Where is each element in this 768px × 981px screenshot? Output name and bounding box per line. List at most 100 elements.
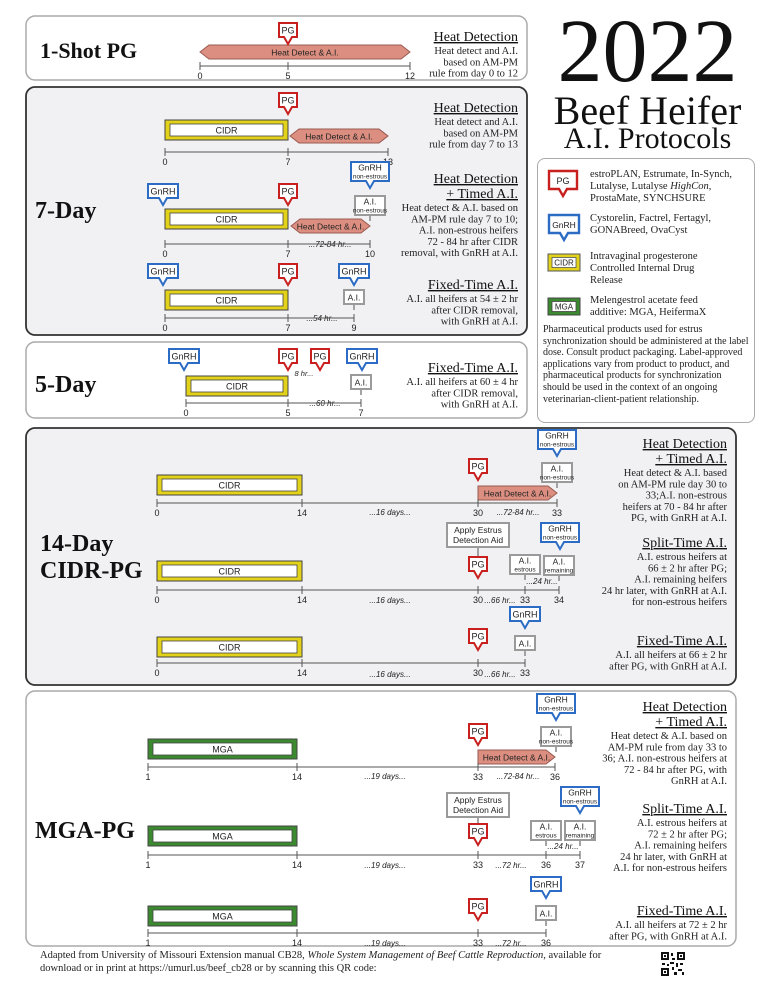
estrus-aid-box [446, 792, 510, 818]
cidr-bar-label: CIDR [216, 296, 238, 306]
protocol-fixed-time-ai-title: Fixed-Time A.I. [637, 904, 727, 919]
gnrh-non-estrous-flag-label: GnRH [358, 163, 382, 173]
protocol-split-time-ai-title: Split-Time A.I. [642, 802, 727, 817]
pg-flag-label: PG [281, 187, 294, 197]
timeline-axis-tick-label: 30 [473, 595, 483, 605]
gnrh-flag-label: GnRH [150, 187, 175, 197]
pg-flag-second: PG [310, 348, 330, 373]
pg-flag-second-shape [310, 348, 330, 373]
cidr-bar-label: CIDR [219, 567, 241, 577]
protocol-heat-timed-ai-desc: on AM-PM rule day 30 to [618, 479, 727, 490]
heat-detect-band: Heat Detect & A.I. [290, 218, 371, 234]
legend-note: Pharmaceutical products used for estrus … [543, 324, 749, 405]
timeline-axis-tick-label: 7 [358, 408, 363, 418]
cidr-bar-inner [169, 123, 284, 137]
protocol-heat-timed-ai-desc: PG, with GnRH at A.I. [631, 513, 727, 524]
cidr-bar-inner [190, 379, 284, 393]
ai-non-estrous-box-label: A.I. [551, 464, 564, 474]
pg-flag-shape [468, 723, 488, 748]
protocol-fixed-time-ai-desc: A.I. all heifers at 54 ± 2 hr [406, 294, 518, 305]
protocol-heat-detection-desc: rule from day 7 to 13 [429, 140, 518, 151]
pg-flag-label: PG [471, 560, 484, 570]
pg-flag-label: PG [471, 727, 484, 737]
protocol-heat-timed-ai-desc: Heat detect & A.I. based on [402, 203, 519, 214]
protocol-fixed-time-ai-desc: after CIDR removal, [431, 305, 518, 316]
ai-box-label: A.I. [540, 909, 553, 919]
cidr-bar-inner [169, 293, 284, 307]
mga-bar-label: MGA [212, 832, 233, 842]
timeline-axis-tick-label: 34 [554, 595, 564, 605]
protocol-heat-detection-title: Heat Detection [434, 30, 518, 45]
estrus-aid-label: Apply Estrus [454, 525, 502, 535]
protocol-heat-timed-ai-title: + Timed A.I. [655, 452, 727, 467]
protocol-fixed-time-ai-desc: after PG, with GnRH at A.I. [609, 931, 727, 942]
gnrh-flag-label: GnRH [512, 610, 537, 620]
protocol-split-time-ai-desc: 24 hr later, with GnRH at [620, 852, 727, 863]
ai-estrous-box-label: A.I. [519, 556, 532, 566]
protocol-heat-detection-title: Heat Detection [434, 101, 518, 116]
pg-flag-shape [278, 263, 298, 288]
gap-label: ...19 days... [364, 939, 405, 948]
gnrh-flag-shape [338, 263, 370, 288]
section-title: 5-Day [35, 372, 96, 398]
ai-non-estrous-box-sublabel: non-estrous [539, 739, 574, 746]
protocol-split-time-ai-title: Split-Time A.I. [642, 536, 727, 551]
timeline-axis-tick-label: 7 [285, 323, 290, 333]
gnrh-flag-label: GnRH [341, 267, 366, 277]
legend: PG estroPLAN, Estrumate, In-Synch,Lutaly… [537, 158, 755, 423]
interval-label: ...66 hr... [484, 596, 515, 605]
pg-flag: PG [468, 458, 488, 483]
timeline-axis-tick-label: 1 [145, 938, 150, 948]
gap-label: ...16 days... [369, 670, 410, 679]
protocol-fixed-time-ai-desc: A.I. all heifers at 72 ± 2 hr [615, 920, 727, 931]
pg-flag-shape [468, 628, 488, 653]
cidr-bar-label: CIDR [226, 382, 248, 392]
footer-citation: Adapted from University of Missouri Exte… [40, 950, 602, 974]
timeline-axis-tick-label: 36 [541, 938, 551, 948]
protocol-heat-timed-ai-desc: A.I. non-estrous heifers [419, 226, 518, 237]
heat-detect-band-shape [290, 218, 371, 234]
estrus-aid-label: Apply Estrus [454, 795, 502, 805]
protocol-heat-timed-ai-desc: heifers at 70 - 84 hr after [623, 502, 728, 513]
timeline-axis-tick-label: 36 [541, 860, 551, 870]
timeline-axis-tick-label: 5 [285, 408, 290, 418]
cidr-bar-label: CIDR [216, 126, 238, 136]
protocol-heat-timed-ai-title: Heat Detection [643, 437, 727, 452]
ai-remaining-box-sublabel: remaining [545, 568, 574, 575]
gnrh-non-estrous-flag-shape [350, 161, 390, 191]
pg-flag-label: PG [281, 26, 294, 36]
protocol-heat-timed-ai-desc: 33;A.I. non-estrous [646, 491, 727, 502]
timeline-axis-tick-label: 0 [162, 323, 167, 333]
protocol-fixed-time-ai-desc: after PG, with GnRH at A.I. [609, 661, 727, 672]
gnrh-flag-icon: GnRH [547, 213, 581, 243]
gnrh-flag-shape [147, 183, 179, 208]
section-14-day-cidr-pg [25, 427, 737, 686]
timeline-axis-tick-label: 33 [520, 595, 530, 605]
timeline-axis-tick-label: 14 [297, 508, 307, 518]
gnrh-non-estrous-flag-label: GnRH [548, 524, 572, 534]
timeline-axis-tick-label: 14 [292, 860, 302, 870]
ai-non-estrous-box-sublabel: non-estrous [540, 475, 575, 482]
gnrh-flag-shape [147, 263, 179, 288]
gnrh-flag: GnRH [147, 183, 179, 208]
gnrh-non-estrous-flag-shape [537, 429, 577, 459]
timeline-axis-tick-label: 14 [292, 938, 302, 948]
cidr-bar-inner [161, 640, 298, 654]
gnrh-flag-label: GnRH [349, 352, 374, 362]
timeline-axis-tick-label: 1 [145, 772, 150, 782]
gnrh-flag-label: GnRH [150, 267, 175, 277]
timeline-axis-tick-label: 0 [197, 71, 202, 81]
ai-box-label: A.I. [355, 378, 368, 388]
heat-detect-band: Heat Detect & A.I. [289, 128, 389, 144]
gnrh-non-estrous-flag-label: GnRH [568, 788, 592, 798]
qr-code-icon[interactable] [660, 951, 686, 977]
protocol-heat-timed-ai-title: + Timed A.I. [655, 715, 727, 730]
gnrh-non-estrous-flag-shape [560, 786, 600, 816]
cidr-bar-label: CIDR [219, 643, 241, 653]
timeline-axis-tick-label: 0 [154, 508, 159, 518]
gnrh-flag-shape [168, 348, 200, 373]
heat-detect-band-label: Heat Detect & A.I. [271, 47, 339, 57]
title-subheading: A.I. Protocols [563, 122, 732, 155]
